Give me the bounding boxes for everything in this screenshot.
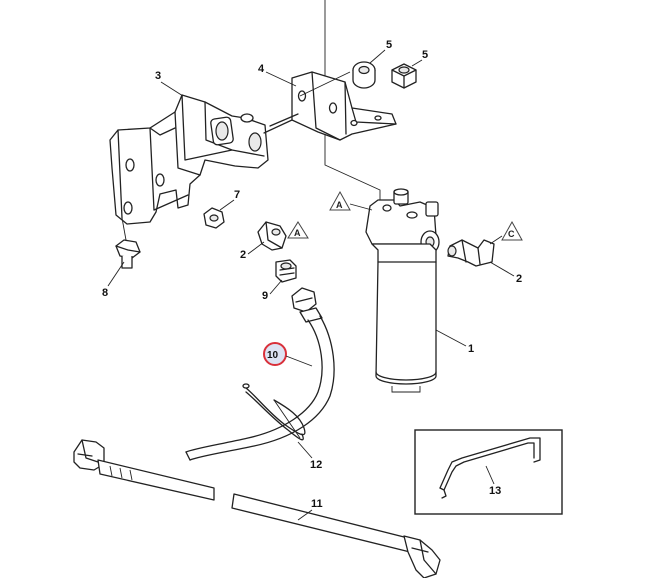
hose-part-10[interactable]	[185, 287, 335, 461]
adapter-part-9[interactable]	[275, 259, 297, 283]
filter-part-1[interactable]	[365, 188, 440, 393]
marker-a-elbow: A	[287, 221, 309, 239]
nut-part-5-left[interactable]	[352, 61, 376, 89]
elbow-part-2-left[interactable]	[257, 221, 287, 251]
leader-12	[297, 441, 313, 459]
leader-3	[160, 81, 184, 97]
leader-5a	[369, 49, 386, 64]
nut-part-7[interactable]	[203, 207, 225, 229]
callout-5b: 5	[422, 49, 428, 61]
bolt-part-8[interactable]	[115, 239, 141, 269]
marker-c: C	[501, 220, 523, 241]
clamp-part-12[interactable]	[242, 383, 306, 441]
callout-3: 3	[155, 70, 161, 82]
callout-5a: 5	[386, 39, 392, 51]
leader-9	[269, 279, 283, 295]
svg-text:C: C	[508, 229, 515, 239]
callout-13: 13	[489, 485, 501, 497]
leader-7	[219, 199, 235, 211]
elbow-part-2-right[interactable]	[447, 239, 495, 267]
leader-marker-c	[489, 235, 503, 245]
hose-part-11[interactable]	[73, 439, 441, 578]
leader-1	[435, 329, 467, 347]
svg-text:A: A	[336, 200, 343, 210]
leader-8	[107, 261, 125, 287]
callout-8: 8	[102, 287, 108, 299]
callout-12: 12	[310, 459, 322, 471]
leader-2a	[247, 241, 265, 255]
svg-text:A: A	[294, 228, 301, 238]
callout-2a: 2	[240, 249, 246, 261]
callout-11: 11	[311, 498, 323, 510]
leader-5b	[411, 59, 423, 67]
leader-10	[285, 355, 313, 367]
callout-1: 1	[468, 343, 474, 355]
nut-part-5-right[interactable]	[391, 63, 417, 89]
callout-9: 9	[262, 290, 268, 302]
leader-4	[265, 71, 297, 87]
highlight-circle-10	[263, 342, 287, 366]
bracket-part-4[interactable]	[263, 71, 397, 141]
leader-2b	[489, 261, 515, 277]
pipe-part-13[interactable]	[439, 437, 541, 499]
callout-4: 4	[258, 63, 265, 75]
marker-a-filter: A	[329, 190, 351, 211]
leader-11	[297, 509, 313, 521]
callout-2b: 2	[516, 273, 522, 285]
leader-13	[485, 465, 495, 485]
callout-7: 7	[234, 189, 240, 201]
leader-marker-a-filter	[349, 203, 373, 211]
bolt-axis	[299, 71, 351, 97]
bracket-part-3[interactable]	[109, 94, 269, 241]
callout-10: 10	[267, 350, 279, 361]
